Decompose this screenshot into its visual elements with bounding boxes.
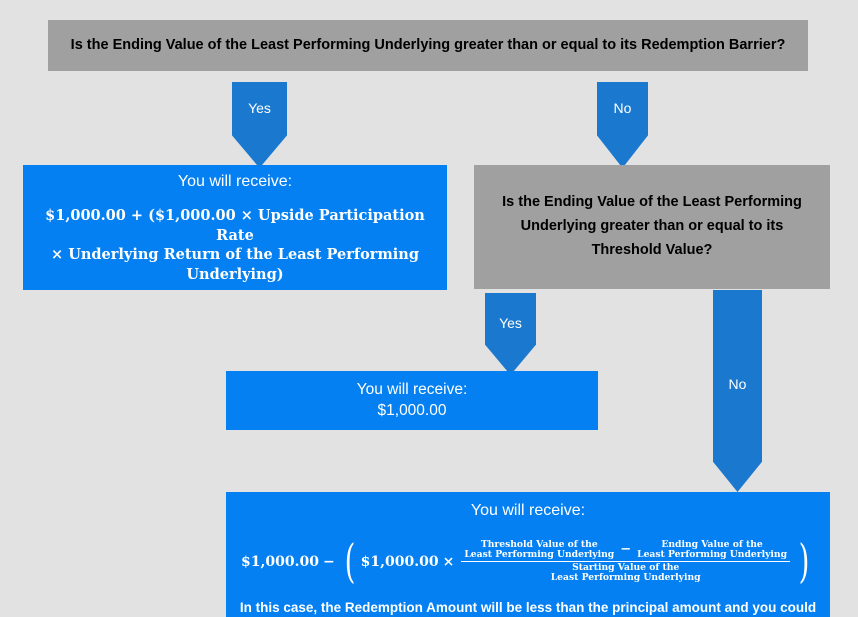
connector-label-no-mid: No [728, 376, 747, 392]
connector-arrow-no-threshold: No [597, 82, 648, 168]
numerator-left-term: Threshold Value of the Least Performing … [461, 538, 617, 561]
formula-lead-term: $1,000.00 [241, 553, 319, 570]
numerator-minus-operator: − [620, 541, 632, 557]
numerator-right-line2: Least Performing Underlying [637, 548, 788, 560]
outcome-loss-headline: You will receive: [470, 502, 586, 519]
denominator-line2: Least Performing Underlying [550, 572, 701, 584]
fraction-numerator: Threshold Value of the Least Performing … [461, 538, 791, 563]
formula-close-paren: ) [798, 534, 810, 589]
decision-box-redemption-barrier: Is the Ending Value of the Least Perform… [48, 20, 808, 71]
outcome-box-loss: You will receive: $1,000.00 − ( $1,000.0… [226, 492, 830, 617]
numerator-right-line1: Ending Value of the [661, 538, 763, 550]
outcome-par-amount: $1,000.00 [377, 401, 447, 419]
outcome-box-upside-participation: You will receive: $1,000.00 + ($1,000.00… [23, 165, 447, 290]
formula-times-operator: × [442, 553, 455, 570]
numerator-left-line2: Least Performing Underlying [464, 548, 615, 560]
outcome-upside-formula-line2: × Underlying Return of the Least Perform… [51, 246, 419, 283]
connector-arrow-yes-upside: Yes [232, 82, 287, 168]
connector-label-yes-mid: Yes [499, 315, 522, 331]
outcome-loss-formula: $1,000.00 − ( $1,000.00 × Threshold Valu… [241, 534, 815, 589]
connector-label-yes-top: Yes [248, 100, 271, 116]
decision-threshold-text: Is the Ending Value of the Least Perform… [502, 194, 802, 258]
numerator-right-term: Ending Value of the Least Performing Und… [634, 538, 790, 561]
formula-inner-principal: $1,000.00 [360, 553, 439, 570]
outcome-upside-formula-line1: $1,000.00 + ($1,000.00 × Upside Particip… [45, 207, 425, 244]
decision-root-text: Is the Ending Value of the Least Perform… [70, 36, 786, 53]
denominator-line1: Starting Value of the [572, 562, 680, 574]
outcome-upside-headline: You will receive: [177, 172, 293, 190]
connector-arrow-yes-par: Yes [485, 293, 536, 375]
outcome-par-headline: You will receive: [356, 381, 468, 399]
formula-fraction: Threshold Value of the Least Performing … [461, 538, 791, 584]
fraction-denominator: Starting Value of the Least Performing U… [461, 562, 790, 584]
outcome-loss-footnote: In this case, the Redemption Amount will… [239, 600, 817, 616]
decision-box-threshold-value: Is the Ending Value of the Least Perform… [474, 165, 830, 289]
formula-minus-operator: − [322, 553, 335, 570]
connector-arrow-no-loss: No [713, 290, 762, 492]
connector-label-no-top: No [613, 100, 632, 116]
outcome-upside-formula: $1,000.00 + ($1,000.00 × Upside Particip… [31, 206, 439, 284]
formula-open-paren: ( [344, 534, 356, 589]
outcome-box-principal-returned: You will receive: $1,000.00 [226, 371, 598, 430]
numerator-left-line1: Threshold Value of the [480, 538, 598, 550]
